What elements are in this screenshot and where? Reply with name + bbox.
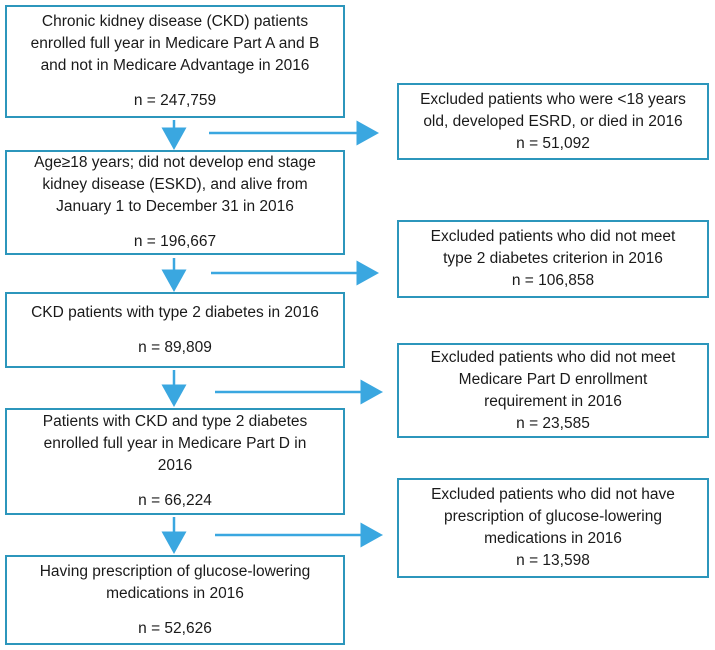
box-ckd-medicare-enrollees: Chronic kidney disease (CKD) patients en… <box>5 5 345 118</box>
box-line: Having prescription of glucose-lowering <box>39 562 311 580</box>
n-count: n = 52,626 <box>138 619 212 637</box>
box-line: Age≥18 years; did not develop end stage <box>34 154 316 171</box>
box-line: Excluded patients who did not have <box>431 486 675 503</box>
box-line: Chronic kidney disease (CKD) patients <box>41 13 309 30</box>
box-glucose-lowering-rx: Having prescription of glucose-lowering … <box>5 555 345 645</box>
box-line: type 2 diabetes criterion in 2016 <box>443 250 663 267</box>
box-excluded-no-type2-diabetes: Excluded patients who did not meet type … <box>397 220 709 298</box>
box-line: kidney disease (ESKD), and alive from <box>42 176 308 193</box>
box-line: enrolled full year in Medicare Part A an… <box>30 35 320 52</box>
box-excluded-age-esrd-died: Excluded patients who were <18 years old… <box>397 83 709 160</box>
box-line: requirement in 2016 <box>484 392 622 410</box>
box-line: Excluded patients who did not meet <box>430 228 676 245</box>
box-age-criteria: Age≥18 years; did not develop end stage … <box>5 150 345 255</box>
box-line: medications in 2016 <box>106 584 244 602</box>
n-count: n = 89,809 <box>138 338 212 356</box>
n-count: n = 196,667 <box>133 233 217 250</box>
box-excluded-no-glucose-rx: Excluded patients who did not have presc… <box>397 478 709 578</box>
n-count: n = 106,858 <box>511 272 595 289</box>
box-ckd-t2d-part-d: Patients with CKD and type 2 diabetes en… <box>5 408 345 515</box>
n-count: n = 23,585 <box>516 414 590 432</box>
box-line: and not in Medicare Advantage in 2016 <box>40 57 310 74</box>
box-line: Excluded patients who did not meet <box>430 348 676 366</box>
box-line: Medicare Part D enrollment <box>458 370 648 388</box>
box-line: CKD patients with type 2 diabetes in 201… <box>31 303 319 321</box>
box-line: Excluded patients who were <18 years <box>420 90 686 108</box>
box-line: prescription of glucose-lowering <box>444 508 662 525</box>
box-line: 2016 <box>157 457 193 474</box>
n-count: n = 66,224 <box>138 492 212 509</box>
box-line: January 1 to December 31 in 2016 <box>56 198 294 215</box>
n-count: n = 13,598 <box>516 552 590 569</box>
box-line: Patients with CKD and type 2 diabetes <box>42 413 308 430</box>
box-ckd-type2-diabetes: CKD patients with type 2 diabetes in 201… <box>5 292 345 368</box>
box-excluded-no-part-d: Excluded patients who did not meet Medic… <box>397 343 709 438</box>
box-line: medications in 2016 <box>484 530 622 547</box>
n-count: n = 247,759 <box>133 92 217 109</box>
n-count: n = 51,092 <box>516 134 590 152</box>
box-line: enrolled full year in Medicare Part D in <box>43 435 307 452</box>
box-line: old, developed ESRD, or died in 2016 <box>423 112 683 130</box>
